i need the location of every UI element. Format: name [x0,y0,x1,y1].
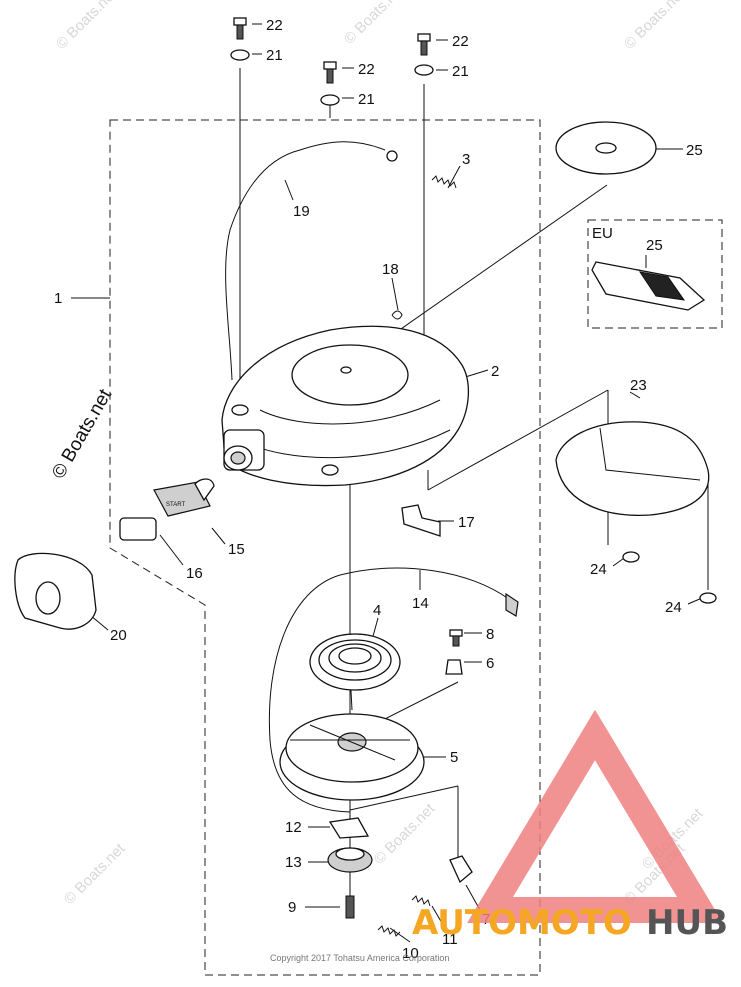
brand-text-part2: HUB [646,903,728,943]
washer-21-left [230,49,250,61]
watermark-5: © Boats.net [61,840,129,908]
watermark-2: © Boats.net [341,0,409,48]
copyright-text: Copyright 2017 Tohatsu America Corporati… [270,953,449,963]
spring-11 [411,895,431,907]
rope-14 [268,567,511,813]
callout-23: 23 [630,377,647,394]
callout-3: 3 [462,151,470,168]
callout-21a: 21 [266,47,283,64]
brand-triangle-icon [467,709,723,923]
cover-23 [555,421,710,516]
washer-21-mid [320,94,340,106]
side-watermark: © Boats.net [48,385,116,482]
watermark-1: © Boats.net [53,0,121,53]
callout-19: 19 [293,203,310,220]
washer-21-right [414,64,434,76]
callout-10: 10 [402,945,419,962]
eu-box [587,219,723,329]
grommet-24-right [699,592,717,604]
callout-24a: 24 [590,561,607,578]
bolt-22-left [233,17,247,40]
callout-2: 2 [491,363,499,380]
bolt-9 [345,895,355,919]
callout-24b: 24 [665,599,682,616]
brand-logo: AUTOMOTO HUB [412,709,728,943]
callout-8: 8 [486,626,494,643]
brand-text-part1: AUTOMOTO [412,903,632,943]
callout-21c: 21 [452,63,469,80]
callout-9: 9 [288,899,296,916]
handle-15: START [153,478,215,517]
cap-13 [327,847,373,873]
start-handle-text: START [166,502,185,508]
spring-10 [377,925,401,937]
guide-17 [401,504,441,537]
insert-16 [119,517,157,541]
callout-25b: 25 [646,237,663,254]
cable-19 [225,141,386,381]
callout-5: 5 [450,749,458,766]
callout-1: 1 [54,290,62,307]
callout-4: 4 [373,602,381,619]
eu-label: EU [592,225,613,242]
spring-3 [431,175,457,189]
callout-22a: 22 [266,17,283,34]
reel-5 [279,713,425,801]
pawl-7 [449,855,473,884]
watermark-6: © Boats.net [371,800,439,868]
recoil-spring-4 [309,633,401,691]
callout-22c: 22 [452,33,469,50]
bolt-8 [449,629,463,647]
callout-labels: 1 2 3 4 5 6 7 8 9 10 11 12 13 14 15 16 1… [54,17,703,962]
collar-6 [445,659,463,675]
callout-22b: 22 [358,61,375,78]
callout-20: 20 [110,627,127,644]
callout-13: 13 [285,854,302,871]
callout-16: 16 [186,565,203,582]
bolt-22-mid [323,61,337,84]
decal-25-eu [591,261,706,311]
callout-14: 14 [412,595,429,612]
bolt-22-right [417,33,431,56]
callout-21b: 21 [358,91,375,108]
cushion-20 [14,552,97,630]
clip-18 [391,310,403,320]
callout-17: 17 [458,514,475,531]
callout-15: 15 [228,541,245,558]
callout-11: 11 [442,931,458,948]
callout-6: 6 [486,655,494,672]
decal-25-disc [555,121,657,175]
callout-18: 18 [382,261,399,278]
callout-12: 12 [285,819,302,836]
assembly-outline [109,119,541,976]
grommet-24-left [622,551,640,563]
plate-12 [328,817,370,839]
starter-cover-2 [221,325,470,487]
watermark-3: © Boats.net [621,0,689,53]
callout-25a: 25 [686,142,703,159]
